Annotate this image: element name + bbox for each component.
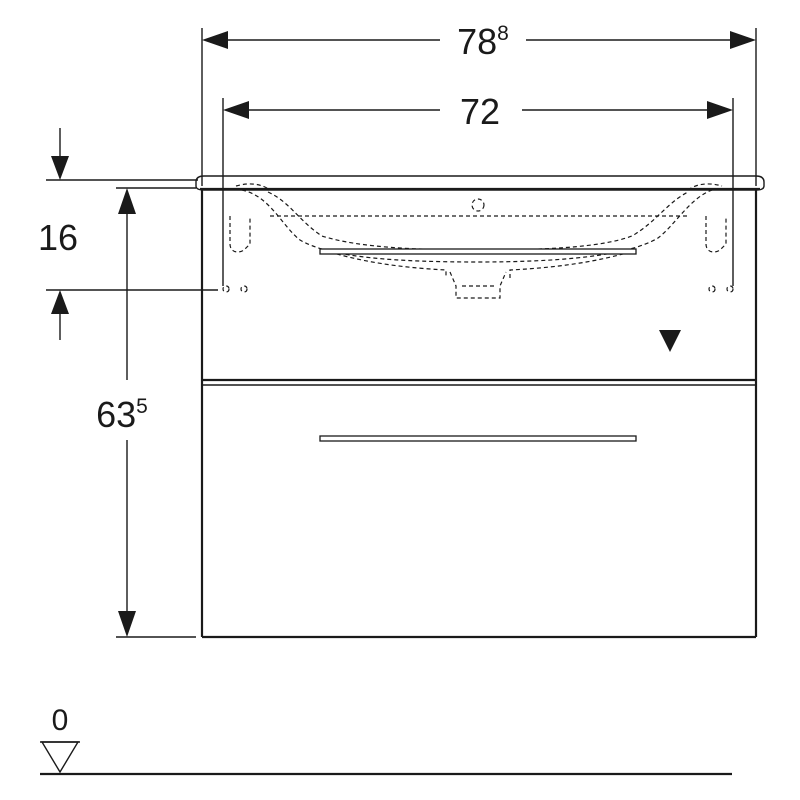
overall-width-arrow-left [202,31,228,49]
tap-hole [471,198,485,212]
bottom-drawer-handle [319,435,637,442]
basin-bowl-outline [241,189,713,263]
cabinet-height-dimension: 635 [96,187,196,638]
floor-level-label: 0 [52,704,69,737]
cabinet [200,190,758,639]
right-bracket [705,216,727,253]
mount-point-right-2 [726,285,734,293]
overall-width-dimension: 788 [201,21,757,186]
floor-level-triangle [40,741,80,774]
cabinet-height-label: 635 [96,394,148,435]
washbasin-rim [195,175,765,191]
overall-width-label: 788 [457,21,509,62]
mount-point-left-1 [222,285,230,293]
inner-width-dimension: 72 [222,91,734,286]
washbasin-hidden-lines [222,183,734,299]
basin-waste-outlet [449,271,507,299]
inner-drawer-marker [659,330,681,352]
mount-point-left-2 [240,285,248,293]
cabinet-height-arrow-top [118,188,136,214]
left-bracket [229,216,251,253]
basin-bowl-lower [329,251,631,278]
inner-width-label: 72 [460,91,500,132]
basin-depth-label: 16 [38,217,78,258]
basin-depth-dimension: 16 [38,128,218,340]
basin-depth-arrow-top [51,156,69,180]
washbasin-top [195,175,765,191]
mount-point-right-1 [708,285,716,293]
inner-width-arrow-left [223,101,249,119]
basin-bowl-inner [267,191,689,251]
overall-width-arrow-right [730,31,756,49]
floor-level-reference: 0 [40,704,732,776]
inner-width-arrow-right [707,101,733,119]
top-drawer-handle [319,248,637,255]
cabinet-height-arrow-bottom [118,611,136,637]
right-overflow-curve [687,183,723,191]
basin-depth-arrow-bottom [51,290,69,314]
left-overflow-curve [235,183,271,191]
